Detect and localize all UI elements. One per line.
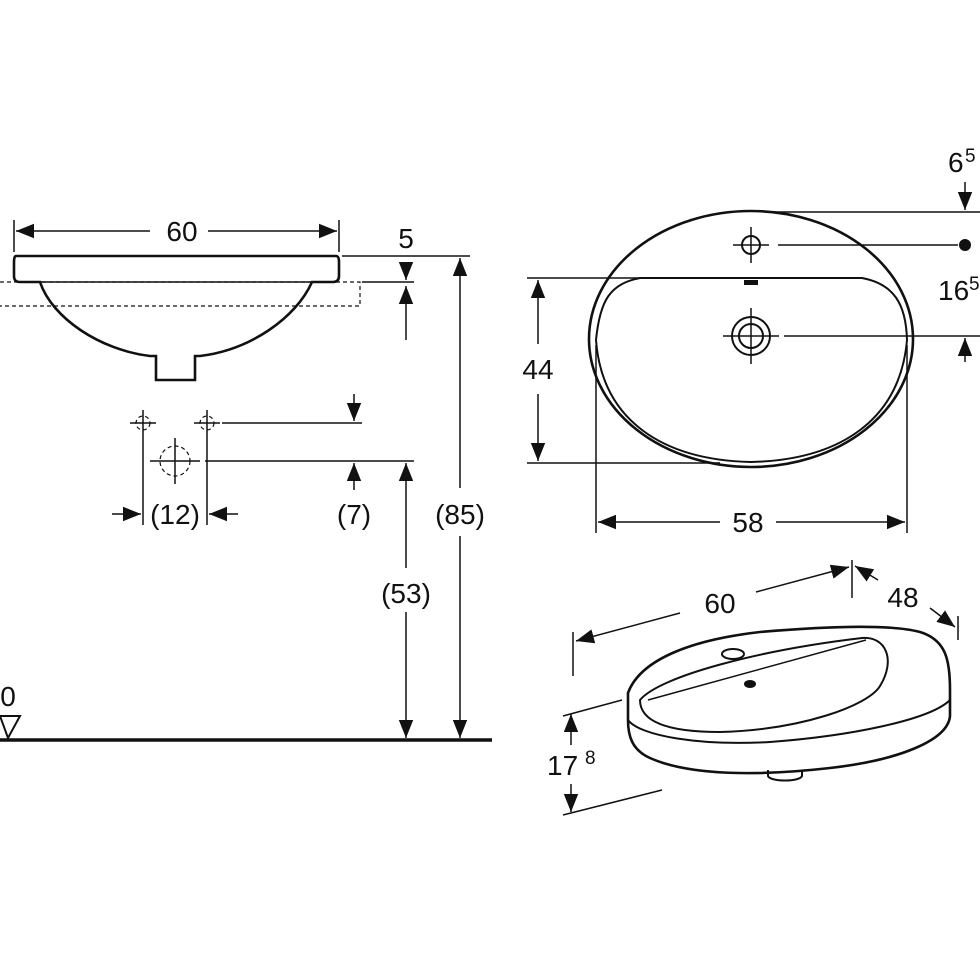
dim-width-label-top: 58 — [732, 507, 763, 538]
tap-hole — [733, 227, 769, 263]
dim-iso-height-sup: 8 — [585, 748, 596, 769]
basin-side-outline — [12, 254, 341, 382]
dim-iso-depth-label: 48 — [887, 582, 918, 613]
basin-iso-bowl — [638, 636, 889, 734]
overflow-slot — [744, 280, 758, 285]
floor-level-label: 0 — [0, 681, 16, 712]
dim-iso-height-label: 17 — [547, 750, 578, 781]
iso-waste-stub — [767, 770, 803, 782]
side-view: 60 5 (12) ( — [0, 216, 492, 742]
dim-depth-label: 44 — [522, 354, 553, 385]
iso-view: 60 48 17 8 — [547, 560, 959, 816]
dim-width-label: 60 — [166, 216, 197, 247]
dim-tap-hole-offset-label: 6 — [948, 147, 964, 178]
basin-iso-outline — [626, 625, 952, 775]
dim-tap-hole-offset-sup: 5 — [965, 146, 976, 167]
level-triangle-icon — [0, 715, 22, 741]
iso-tap-hole — [721, 648, 745, 660]
waste-centre — [150, 438, 200, 484]
dim-drain-offset-sup: 5 — [969, 274, 980, 295]
drain-hole — [723, 308, 779, 364]
tap-centre-left — [130, 410, 156, 436]
tap-hole-centre-dot — [959, 239, 971, 251]
dim-rim-label: 5 — [398, 223, 414, 254]
dim-tap-spacing-label: (12) — [150, 499, 200, 530]
dim-total-height-label: (85) — [435, 499, 485, 530]
dim-waste-height-label: (53) — [381, 578, 431, 609]
dim-tap-offset-label: (7) — [337, 499, 371, 530]
countertop-dashed — [0, 281, 361, 307]
dim-drain-offset-label: 16 — [938, 275, 969, 306]
dim-iso-length-label: 60 — [704, 588, 735, 619]
iso-overflow — [744, 680, 756, 688]
tap-centre-right — [194, 410, 220, 436]
top-view: 6 5 16 5 44 58 — [522, 146, 980, 538]
basin-inner-bowl — [594, 277, 909, 464]
